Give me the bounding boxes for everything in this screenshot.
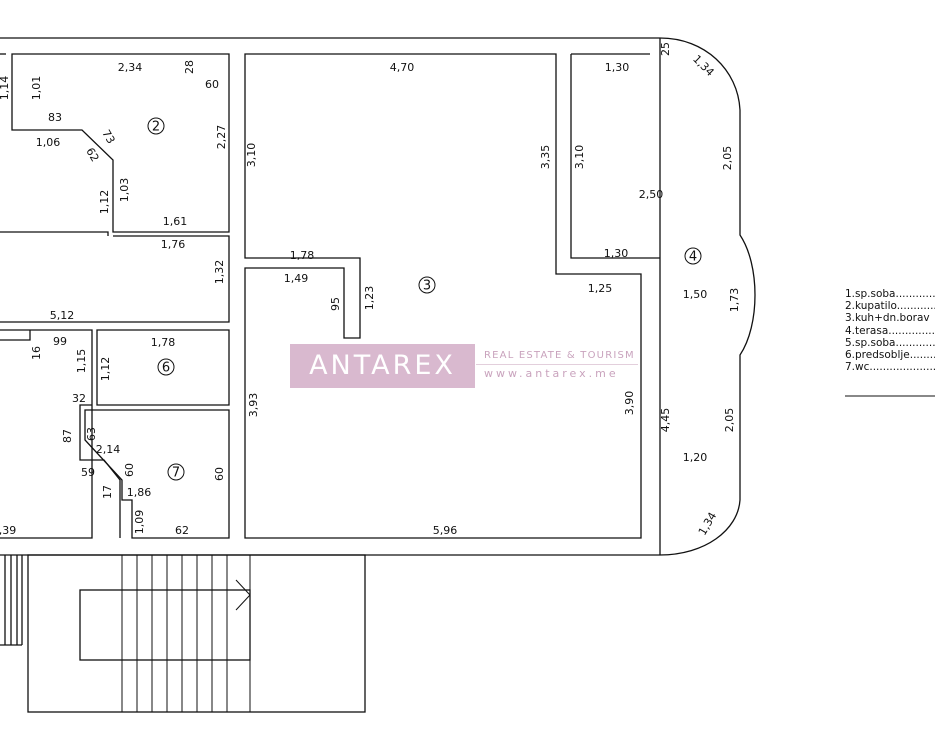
dimension-label: 73 xyxy=(99,127,117,146)
dimension-label: 63 xyxy=(85,427,98,441)
watermark-divider xyxy=(476,364,638,365)
room-number-circle xyxy=(157,358,175,376)
stair-treads xyxy=(121,555,251,712)
legend-item: 3.kuh+dn.borav xyxy=(845,312,930,325)
dimension-label: 99 xyxy=(53,335,67,348)
dimension-label: 5,96 xyxy=(433,524,458,537)
watermark-tagline: REAL ESTATE & TOURISM xyxy=(484,350,635,361)
dimension-label: 1,30 xyxy=(605,61,630,74)
watermark-brand: ANTAREX xyxy=(309,350,456,381)
dimension-label: 1,14 xyxy=(0,76,11,101)
dimension-label: 17 xyxy=(101,485,114,499)
room-number: 6 xyxy=(162,361,170,376)
dimension-label: 32 xyxy=(72,392,86,405)
dimension-label: 1,15 xyxy=(75,349,88,374)
dimension-label: 28 xyxy=(183,60,196,74)
dimension-label: 1,06 xyxy=(36,136,61,149)
dimension-label: 4,70 xyxy=(390,61,415,74)
dimension-label: 62 xyxy=(175,524,189,537)
dimension-label: 83 xyxy=(48,111,62,124)
dimension-label: 1,09 xyxy=(133,510,146,535)
dimension-label: 3,35 xyxy=(539,145,552,170)
legend-item: 4.terasa............... xyxy=(845,324,935,337)
dimension-label: 60 xyxy=(123,463,136,477)
dimension-label: 1,23 xyxy=(363,286,376,311)
room-legend: 1.sp.soba............. 2.kupatilo.......… xyxy=(845,288,935,373)
dimension-label: 1,86 xyxy=(127,486,152,499)
dimension-label: 1,20 xyxy=(683,451,708,464)
dimension-label: 95 xyxy=(329,297,342,311)
room-number: 3 xyxy=(423,279,431,294)
dimension-label: 1,12 xyxy=(99,357,112,382)
dimension-label: 2,34 xyxy=(118,61,143,74)
dimension-label: 1,49 xyxy=(284,272,309,285)
dimension-label: 3,90 xyxy=(623,391,636,416)
dimension-label: 1,73 xyxy=(728,288,741,313)
dimension-label: 2,14 xyxy=(96,443,121,456)
room-number: 7 xyxy=(172,466,180,481)
dimension-label: 87 xyxy=(61,429,74,443)
dimension-label: 1,03 xyxy=(118,178,131,203)
room-number-circle xyxy=(684,247,702,265)
walls xyxy=(0,37,756,713)
dimension-label: 1,32 xyxy=(213,260,226,285)
dimension-label: 60 xyxy=(213,467,226,481)
dimension-label: 1,78 xyxy=(290,249,315,262)
dimension-label: 2,27 xyxy=(215,125,228,150)
legend-item: 7.wc...................... xyxy=(845,361,935,374)
dimension-label: 1,50 xyxy=(683,288,708,301)
legend-item: 5.sp.soba............. xyxy=(845,336,935,349)
dimension-label: 4,45 xyxy=(659,408,672,433)
dimension-label: 2,05 xyxy=(721,146,734,171)
dimension-label: 25 xyxy=(659,42,672,56)
dimension-label: 16 xyxy=(30,346,43,360)
dimension-label: 1,01 xyxy=(30,76,43,101)
room-number-circle xyxy=(418,276,436,294)
dimension-label: 1,76 xyxy=(161,238,186,251)
dimension-label: 2,50 xyxy=(639,188,664,201)
dimension-label: 3,93 xyxy=(247,393,260,418)
dimension-label: 1,12 xyxy=(98,190,111,215)
legend-item: 6.predsoblje......... xyxy=(845,349,935,362)
dimension-label: 1,61 xyxy=(163,215,188,228)
room-number: 2 xyxy=(152,120,160,135)
dimension-label: 1,39 xyxy=(0,524,16,537)
watermark-logo: ANTAREX xyxy=(290,344,475,388)
dimension-label: 3,10 xyxy=(245,143,258,168)
dimension-label: 3,10 xyxy=(573,145,586,170)
room-number-circle xyxy=(147,117,165,135)
room-numbers: 2 3 4 6 7 xyxy=(147,117,702,481)
legend-item: 2.kupatilo............. xyxy=(845,300,935,313)
watermark-website: www.antarex.me xyxy=(484,367,619,380)
dimension-label: 5,12 xyxy=(50,309,75,322)
dimension-label: 2,05 xyxy=(723,408,736,433)
dimension-label: 1,25 xyxy=(588,282,613,295)
room-number: 4 xyxy=(689,250,697,265)
dimension-label: 59 xyxy=(81,466,95,479)
dimension-label: 1,78 xyxy=(151,336,176,349)
legend-item: 1.sp.soba............. xyxy=(845,288,935,300)
dimension-label: 1,34 xyxy=(696,510,720,538)
dimension-label: 1,30 xyxy=(604,247,629,260)
dimension-label: 62 xyxy=(83,145,101,164)
room-number-circle xyxy=(167,463,185,481)
dimension-label: 60 xyxy=(205,78,219,91)
